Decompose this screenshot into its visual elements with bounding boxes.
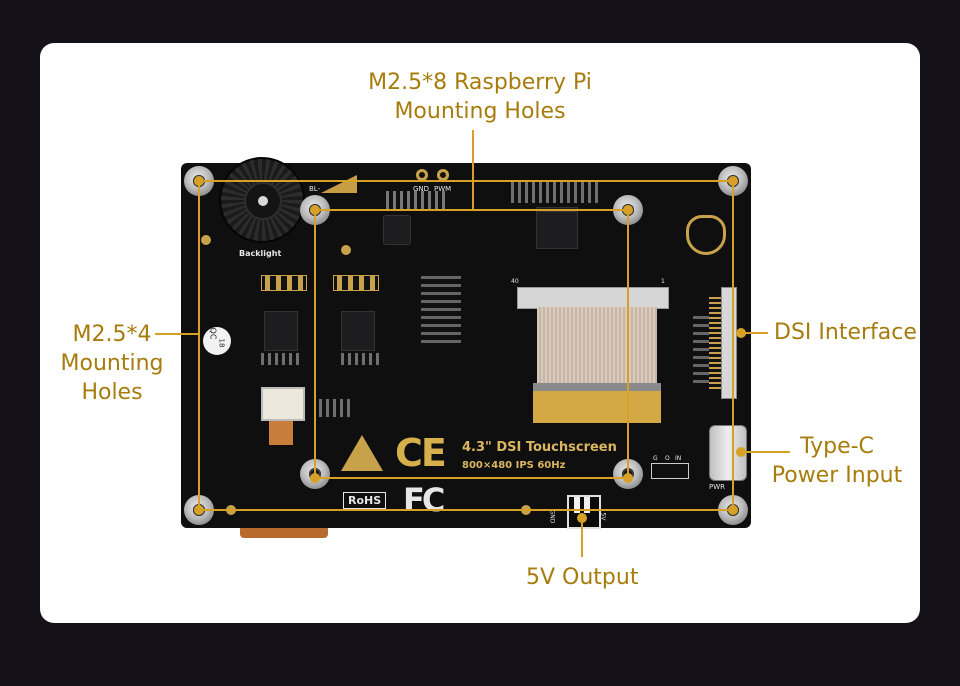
rohs-mark: RoHS — [343, 492, 387, 509]
pwr-label: PWR — [709, 483, 726, 491]
label-line: M2.5*8 Raspberry Pi — [368, 70, 592, 95]
pin-40-label: 40 — [511, 278, 519, 285]
label-type-c: Type-C Power Input — [766, 432, 908, 490]
in-label: IN — [675, 455, 682, 462]
pwm-pad — [437, 169, 449, 181]
display-ribbon-tab — [240, 528, 328, 538]
mounting-hole-m25x4 — [184, 166, 214, 196]
label-line: M2.5*4 — [72, 322, 152, 347]
qc-text: QC — [208, 327, 218, 340]
fiducial — [521, 505, 531, 515]
mounting-hole-m25x4 — [718, 495, 748, 525]
label-line: Mounting — [60, 351, 164, 376]
dsi-connector-pads — [709, 295, 721, 389]
backlight-knob — [219, 157, 305, 243]
ic-chip — [341, 311, 375, 351]
five-v-pin-label: 5V — [599, 512, 607, 521]
board-title: 4.3" DSI Touchscreen — [462, 440, 617, 455]
header-pin — [584, 497, 590, 513]
waveshare-logo — [686, 215, 726, 255]
label-line: Type-C — [800, 434, 874, 459]
board-spec: 800×480 IPS 60Hz — [462, 460, 566, 471]
usb-c-port — [709, 425, 747, 481]
qc-sticker: QC 18 — [203, 327, 231, 355]
jst-connector — [261, 387, 305, 421]
dsi-connector — [721, 287, 737, 399]
gnd-pin-label: GND — [548, 509, 556, 524]
fiducial — [201, 235, 211, 245]
ribbon-cable — [537, 307, 657, 383]
mounting-hole-raspberry-pi — [613, 459, 643, 489]
mcu-chip — [536, 211, 578, 249]
label-mounting-holes: M2.5*4 Mounting Holes — [42, 320, 182, 407]
mounting-hole-raspberry-pi — [613, 195, 643, 225]
label-line: Holes — [81, 380, 143, 405]
fcc-mark: FC — [403, 481, 445, 519]
header-pin — [574, 497, 580, 513]
bl-minus-label: BL- — [309, 185, 321, 193]
ribbon-gold-contacts — [533, 391, 661, 423]
fiducial — [341, 245, 351, 255]
gold-triangle — [321, 175, 357, 193]
label-line: Mounting Holes — [394, 99, 566, 124]
smd-cluster — [421, 273, 461, 343]
mounting-hole-raspberry-pi — [300, 459, 330, 489]
qc-number: 18 — [217, 338, 226, 348]
smd-cluster — [261, 353, 301, 365]
gpio-switch — [651, 463, 689, 479]
header-pads — [261, 275, 307, 291]
label-5v-output: 5V Output — [526, 565, 639, 590]
ic-chip — [264, 311, 298, 351]
label-dsi-interface: DSI Interface — [774, 320, 917, 345]
fiducial — [226, 505, 236, 515]
g-label: G — [653, 455, 658, 462]
connector-pads — [269, 421, 293, 445]
label-line: Power Input — [771, 463, 903, 488]
ic-chip — [383, 215, 411, 245]
smd-cluster — [319, 399, 351, 417]
smd-cluster — [386, 191, 446, 211]
smd-cluster — [341, 353, 381, 365]
gnd-pad — [416, 169, 428, 181]
ce-mark: CE — [395, 431, 447, 475]
backlight-label: Backlight — [239, 249, 282, 258]
mounting-hole-m25x4 — [184, 495, 214, 525]
header-pads — [333, 275, 379, 291]
o-label: O — [665, 455, 670, 462]
pin-1-label: 1 — [661, 278, 665, 285]
smd-cluster — [511, 181, 601, 203]
esd-warning-icon — [341, 435, 383, 471]
fpc-connector — [517, 287, 669, 309]
mounting-hole-raspberry-pi — [300, 195, 330, 225]
mounting-hole-m25x4 — [718, 166, 748, 196]
pcb-board: Backlight BL- BL+ GND PWM QC 18 40 1 PWR… — [181, 157, 751, 529]
label-raspberry-pi-holes: M2.5*8 Raspberry Pi Mounting Holes — [330, 68, 630, 126]
